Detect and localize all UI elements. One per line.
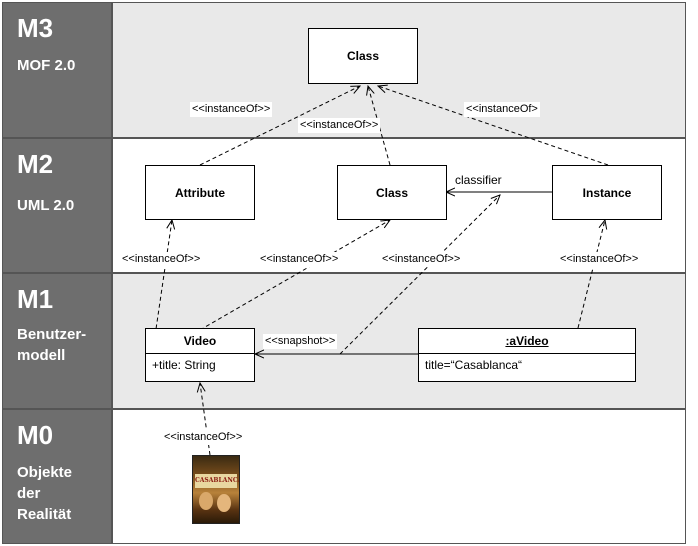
instanceof-tag-avideo-class: <<instanceOf>> (380, 252, 463, 267)
casablanca-to-video-line (200, 383, 211, 456)
level-id: M1 (17, 284, 54, 314)
instanceof-tag-attribute-m3: <<instanceOf>> (190, 102, 273, 117)
level-subtitle-line1: Benutzer- (17, 326, 87, 343)
instance-to-mof-class-line (378, 86, 609, 166)
instanceof-tag-casablanca: <<instanceOf>> (162, 430, 245, 445)
avideo-object-name: :aVideo (419, 329, 635, 354)
level-id: M2 (17, 149, 54, 179)
instanceof-tag-instance-m3: <<instanceOf> (464, 102, 540, 117)
video-attr-to-attribute-line (149, 220, 172, 371)
avideo-name-text: :aVideo (505, 334, 549, 348)
video-class-attribute: +title: String (152, 358, 216, 372)
poster-figure-right (217, 494, 231, 512)
avideo-object-box: :aVideo title=“Casablanca“ (418, 328, 636, 382)
level-m2-label: M2 UML 2.0 (2, 138, 112, 273)
poster-figure-left (199, 492, 213, 510)
casablanca-poster-image: CASABLANCA (192, 455, 240, 524)
avideo-slot: title=“Casablanca“ (425, 358, 523, 372)
instanceof-tag-video-attr: <<instanceOf>> (120, 252, 203, 267)
uml-instance-label: Instance (582, 185, 632, 200)
classifier-label: classifier (455, 173, 502, 187)
level-m1-label: M1 Benutzer- modell (2, 273, 112, 409)
uml-instance-box: Instance (552, 165, 662, 220)
instanceof-tag-video-class: <<instanceOf>> (258, 252, 341, 267)
video-to-class-line (199, 220, 390, 331)
level-subtitle: UML 2.0 (17, 197, 75, 214)
level-subtitle-line1: Objekte (17, 464, 73, 481)
level-m3-label: M3 MOF 2.0 (2, 2, 112, 138)
level-subtitle-line2: der (17, 485, 41, 502)
mof-class-box: Class (308, 28, 418, 84)
level-m0-label: M0 Objekte der Realität (2, 409, 112, 544)
level-subtitle-line2: modell (17, 347, 66, 364)
video-class-name: Video (146, 329, 254, 354)
mof-class-label: Class (346, 49, 380, 63)
level-subtitle: MOF 2.0 (17, 57, 76, 74)
poster-title: CASABLANCA (195, 474, 239, 488)
instanceof-tag-class-m3: <<instanceOf>> (298, 118, 381, 133)
video-class-box: Video +title: String (145, 328, 255, 382)
level-subtitle-line3: Realität (17, 506, 72, 523)
avideo-to-class-line (339, 195, 500, 355)
snapshot-tag: <<snapshot>> (263, 334, 338, 349)
attribute-to-mof-class-line (199, 86, 360, 166)
uml-class-label: Class (375, 185, 409, 200)
uml-attribute-box: Attribute (145, 165, 255, 220)
uml-attribute-label: Attribute (175, 185, 225, 200)
instanceof-tag-avideo-instance: <<instanceOf>> (558, 252, 641, 267)
avideo-to-instance-line (577, 220, 605, 329)
uml-class-box: Class (337, 165, 447, 220)
level-id: M0 (17, 420, 54, 450)
level-id: M3 (17, 13, 54, 43)
